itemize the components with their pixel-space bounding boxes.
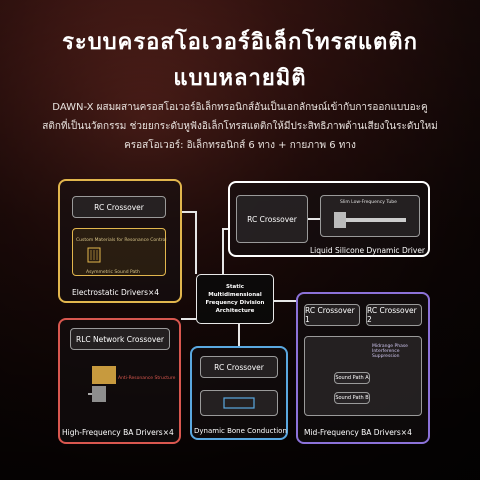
mba-footer: Mid-Frequency BA Drivers×4: [304, 428, 412, 437]
page-title: ระบบครอสโอเวอร์อิเล็กโทรสแตติก: [62, 30, 418, 55]
wire-rlc-h: [181, 318, 196, 320]
es-path-label: Asymmetric Sound Path: [86, 270, 140, 275]
description-line2: สติกที่เป็นนวัตกรรม ช่วยยกระดับหูฟังอิเล…: [42, 121, 438, 132]
es-materials-box: [72, 228, 166, 276]
es-rc-crossover: RC Crossover: [72, 196, 166, 218]
wire-lsd-v: [222, 228, 224, 274]
lsd-rc-crossover: RC Crossover: [236, 195, 308, 243]
wire-es-h: [182, 211, 196, 213]
es-footer: Electrostatic Drivers×4: [72, 288, 160, 297]
dbc-rc-crossover: RC Crossover: [200, 356, 278, 378]
rlc-footer: High-Frequency BA Drivers×4: [62, 428, 174, 437]
mba-phase-label: Midrange Phase Interference Suppression: [372, 344, 408, 359]
dbc-footer: Dynamic Bone Conduction: [194, 427, 287, 435]
bone-driver-icon: [223, 397, 255, 409]
wire-mba-h: [274, 300, 296, 302]
mba-rc-crossover-1: RC Crossover 1: [304, 304, 360, 326]
lsd-tube-label: Slim Low-Frequency Tube: [340, 200, 397, 205]
mba-path-b: Sound Path B: [334, 392, 370, 404]
wire-es-v: [195, 211, 197, 274]
dbc-driver-box: [200, 390, 278, 416]
es-materials-label: Custom Materials for Resonance Control: [76, 238, 167, 243]
es-driver-icon: [87, 247, 101, 263]
tube-icon: [334, 212, 406, 228]
mba-rc-crossover-2: RC Crossover 2: [366, 304, 422, 326]
wire-dbc-v: [238, 324, 240, 346]
wire-lsd-inner: [308, 218, 320, 220]
ba-driver-icon: [88, 366, 116, 402]
description-line1: DAWN-X ผสมผสานครอสโอเวอร์อิเล็กทรอนิกส์อ…: [52, 102, 428, 113]
rlc-anti-label: Anti-Resonance Structure: [118, 376, 176, 381]
rlc-crossover: RLC Network Crossover: [70, 328, 170, 350]
mba-path-a: Sound Path A: [334, 372, 370, 384]
page-title-line2: แบบหลายมิติ: [173, 66, 307, 91]
wire-lsd-h: [222, 228, 230, 230]
lsd-footer: Liquid Silicone Dynamic Driver: [310, 246, 426, 255]
description-line3: ครอสโอเวอร์: อิเล็กทรอนิกส์ 6 ทาง + กายภ…: [124, 140, 356, 151]
center-architecture-box: Static Multidimensional Frequency Divisi…: [196, 274, 274, 324]
